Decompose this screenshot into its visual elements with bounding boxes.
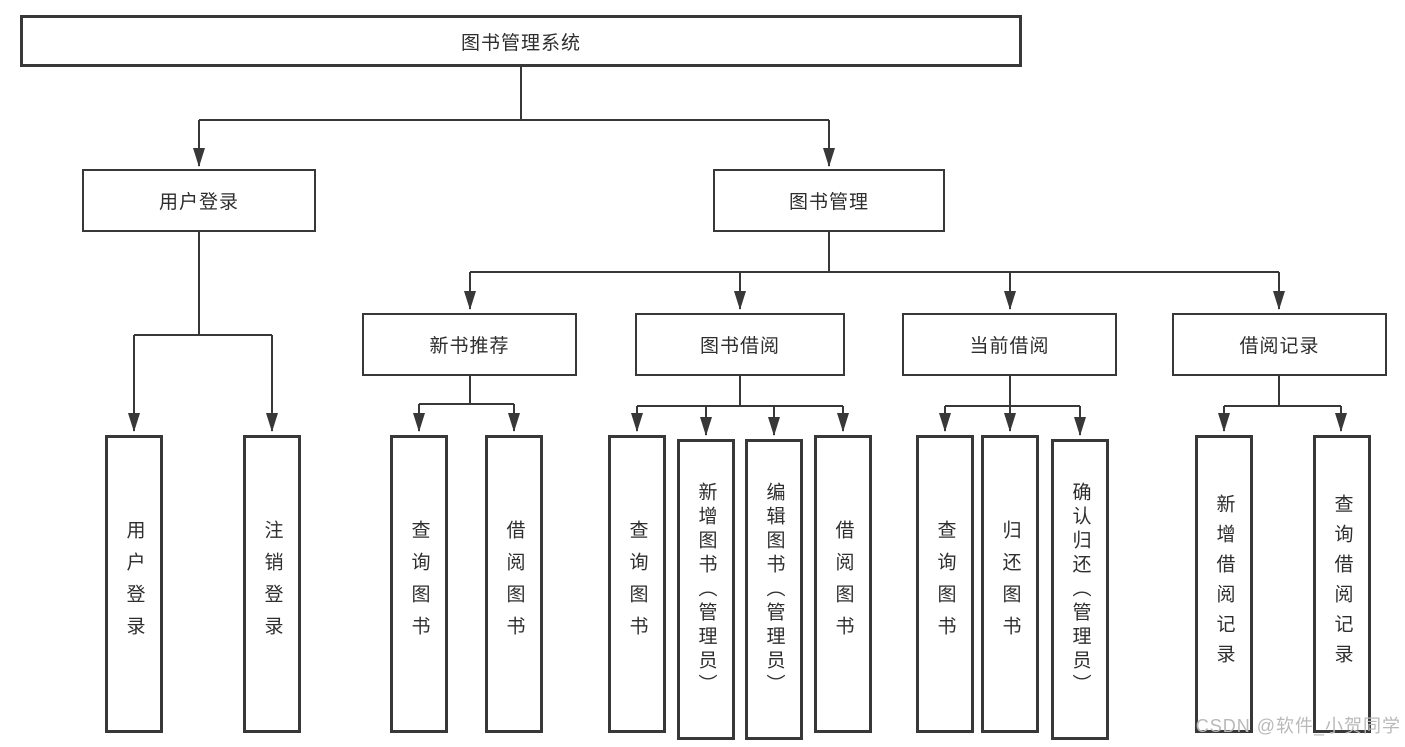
leaf-cb-return-books: 归还图书 [981, 435, 1039, 733]
node-borrowing-records: 借阅记录 [1172, 313, 1387, 376]
leaf-bb-edit-books-admin: 编辑图书（管理员） [745, 439, 803, 740]
leaf-br-query-record-label: 查询借阅记录 [1331, 494, 1353, 674]
leaf-bb-borrow-books: 借阅图书 [814, 435, 872, 733]
leaf-logout: 注销登录 [243, 435, 301, 733]
leaf-nbr-borrow-books-label: 借阅图书 [503, 520, 525, 648]
leaf-bb-query-books-label: 查询图书 [626, 520, 648, 648]
leaf-nbr-query-books-label: 查询图书 [408, 520, 430, 648]
leaf-br-add-record-label: 新增借阅记录 [1213, 494, 1235, 674]
leaf-bb-edit-books-admin-label: 编辑图书（管理员） [763, 481, 785, 698]
node-book-borrowing: 图书借阅 [635, 313, 845, 376]
csdn-watermark: CSDN @软件_小贺同学 [1195, 716, 1401, 736]
node-current-borrowing: 当前借阅 [902, 313, 1117, 376]
leaf-cb-confirm-return-admin-label: 确认归还（管理员） [1069, 481, 1091, 698]
node-book-management: 图书管理 [713, 169, 945, 232]
leaf-bb-borrow-books-label: 借阅图书 [832, 520, 854, 648]
leaf-bb-add-books-admin-label: 新增图书（管理员） [695, 481, 717, 698]
leaf-bb-query-books: 查询图书 [608, 435, 666, 733]
leaf-user-login-label: 用户登录 [123, 520, 145, 648]
leaf-br-add-record: 新增借阅记录 [1195, 435, 1253, 733]
leaf-cb-confirm-return-admin: 确认归还（管理员） [1051, 439, 1109, 740]
leaf-bb-add-books-admin: 新增图书（管理员） [677, 439, 735, 740]
node-user-login: 用户登录 [82, 169, 316, 232]
node-new-book-recommend: 新书推荐 [362, 313, 577, 376]
node-library-management-system: 图书管理系统 [20, 15, 1022, 67]
leaf-nbr-query-books: 查询图书 [390, 435, 448, 733]
leaf-cb-query-books-label: 查询图书 [934, 520, 956, 648]
leaf-br-query-record: 查询借阅记录 [1313, 435, 1371, 733]
leaf-logout-label: 注销登录 [261, 520, 283, 648]
leaf-cb-query-books: 查询图书 [916, 435, 974, 733]
leaf-cb-return-books-label: 归还图书 [999, 520, 1021, 648]
leaf-nbr-borrow-books: 借阅图书 [485, 435, 543, 733]
leaf-user-login: 用户登录 [105, 435, 163, 733]
